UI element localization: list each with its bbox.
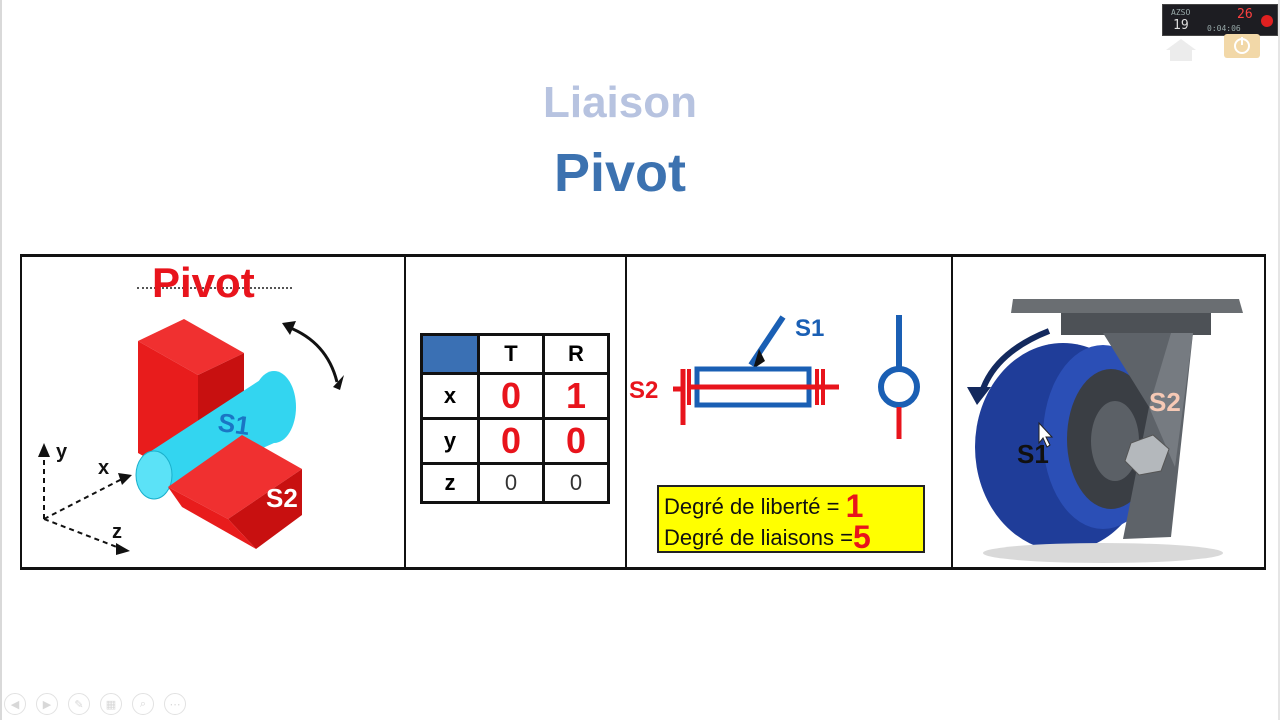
link-line: Degré de liaisons =5 — [664, 519, 923, 555]
cell-rz: 0 — [542, 462, 610, 504]
pivot-kinematic-symbol — [673, 315, 920, 439]
recorder-right-number: 26 — [1237, 7, 1253, 22]
caster-wheel-image — [967, 299, 1243, 563]
recorder-time: 0:04:06 — [1207, 24, 1241, 33]
s2-label: S2 — [1149, 387, 1181, 417]
more-options-icon[interactable]: ⋯ — [164, 693, 186, 715]
dof-table-cell: T R x 0 1 y 0 0 z 0 0 — [406, 257, 625, 567]
header-rotation: R — [542, 333, 610, 375]
power-icon[interactable] — [1224, 34, 1260, 58]
row-axis-y: y — [420, 417, 480, 465]
dof-label: Degré de liberté = — [664, 494, 840, 519]
table-row: y 0 0 — [420, 417, 610, 465]
pivot-summary-table: Pivot S1 S2 y — [20, 254, 1266, 570]
kinematic-symbol-cell: S1 S2 Degré de liberté = 1 Degré de liai… — [627, 257, 951, 567]
recorder-left-number: 19 — [1173, 18, 1189, 33]
cell-rx: 1 — [542, 372, 610, 420]
pivot-3d-illustration-cell: Pivot S1 S2 y — [22, 257, 404, 567]
pivot-label: Pivot — [152, 259, 255, 306]
home-icon[interactable] — [1162, 36, 1200, 62]
dotted-underline — [137, 287, 292, 289]
record-icon[interactable] — [1261, 15, 1273, 27]
cell-ty: 0 — [477, 417, 545, 465]
table-corner — [420, 333, 480, 375]
cell-tx: 0 — [477, 372, 545, 420]
pivot-3d-drawing — [38, 319, 344, 555]
screen-recorder-widget[interactable]: AZSO 19 26 0:04:06 — [1162, 4, 1278, 36]
slide-title-pivot: Pivot — [553, 143, 687, 203]
column-divider — [404, 257, 406, 567]
previous-slide-icon[interactable]: ◀ — [4, 693, 26, 715]
s1-label: S1 — [795, 315, 825, 342]
zoom-icon[interactable]: ⌕ — [132, 693, 154, 715]
axis-z-label: z — [112, 521, 122, 543]
link-label: Degré de liaisons = — [664, 525, 853, 550]
axis-y-label: y — [56, 441, 68, 463]
table-row: z 0 0 — [420, 462, 610, 504]
s2-label: S2 — [266, 483, 298, 513]
row-axis-x: x — [420, 372, 480, 420]
link-value: 5 — [852, 519, 871, 555]
slide-left-edge — [0, 0, 2, 720]
s1-label: S1 — [1017, 439, 1049, 469]
column-divider — [625, 257, 627, 567]
slide-right-edge — [1278, 0, 1280, 720]
recorder-label: AZSO — [1171, 8, 1191, 17]
dof-line: Degré de liberté = 1 — [664, 488, 923, 524]
cell-ry: 0 — [542, 417, 610, 465]
dof-summary-box: Degré de liberté = 1 Degré de liaisons =… — [657, 485, 925, 553]
next-slide-icon[interactable]: ▶ — [36, 693, 58, 715]
arrow-head-icon — [282, 321, 296, 335]
header-translation: T — [477, 333, 545, 375]
cell-tz: 0 — [477, 462, 545, 504]
caster-wheel-photo-cell: S2 S1 — [953, 257, 1266, 567]
s2-label: S2 — [629, 377, 659, 404]
slide-title-liaison: Liaison — [542, 78, 698, 127]
table-row: x 0 1 — [420, 372, 610, 420]
slides-grid-icon[interactable]: ▦ — [100, 693, 122, 715]
presentation-nav-bar: ◀ ▶ ✎ ▦ ⌕ ⋯ — [4, 693, 186, 715]
mouse-cursor-icon — [1038, 421, 1054, 448]
axis-x-label: x — [98, 457, 110, 479]
degrees-of-freedom-table: T R x 0 1 y 0 0 z 0 0 — [420, 333, 610, 504]
column-divider — [951, 257, 953, 567]
pen-icon[interactable]: ✎ — [68, 693, 90, 715]
dof-value: 1 — [845, 488, 864, 524]
s1-label: S1 — [216, 406, 252, 442]
row-axis-z: z — [420, 462, 480, 504]
